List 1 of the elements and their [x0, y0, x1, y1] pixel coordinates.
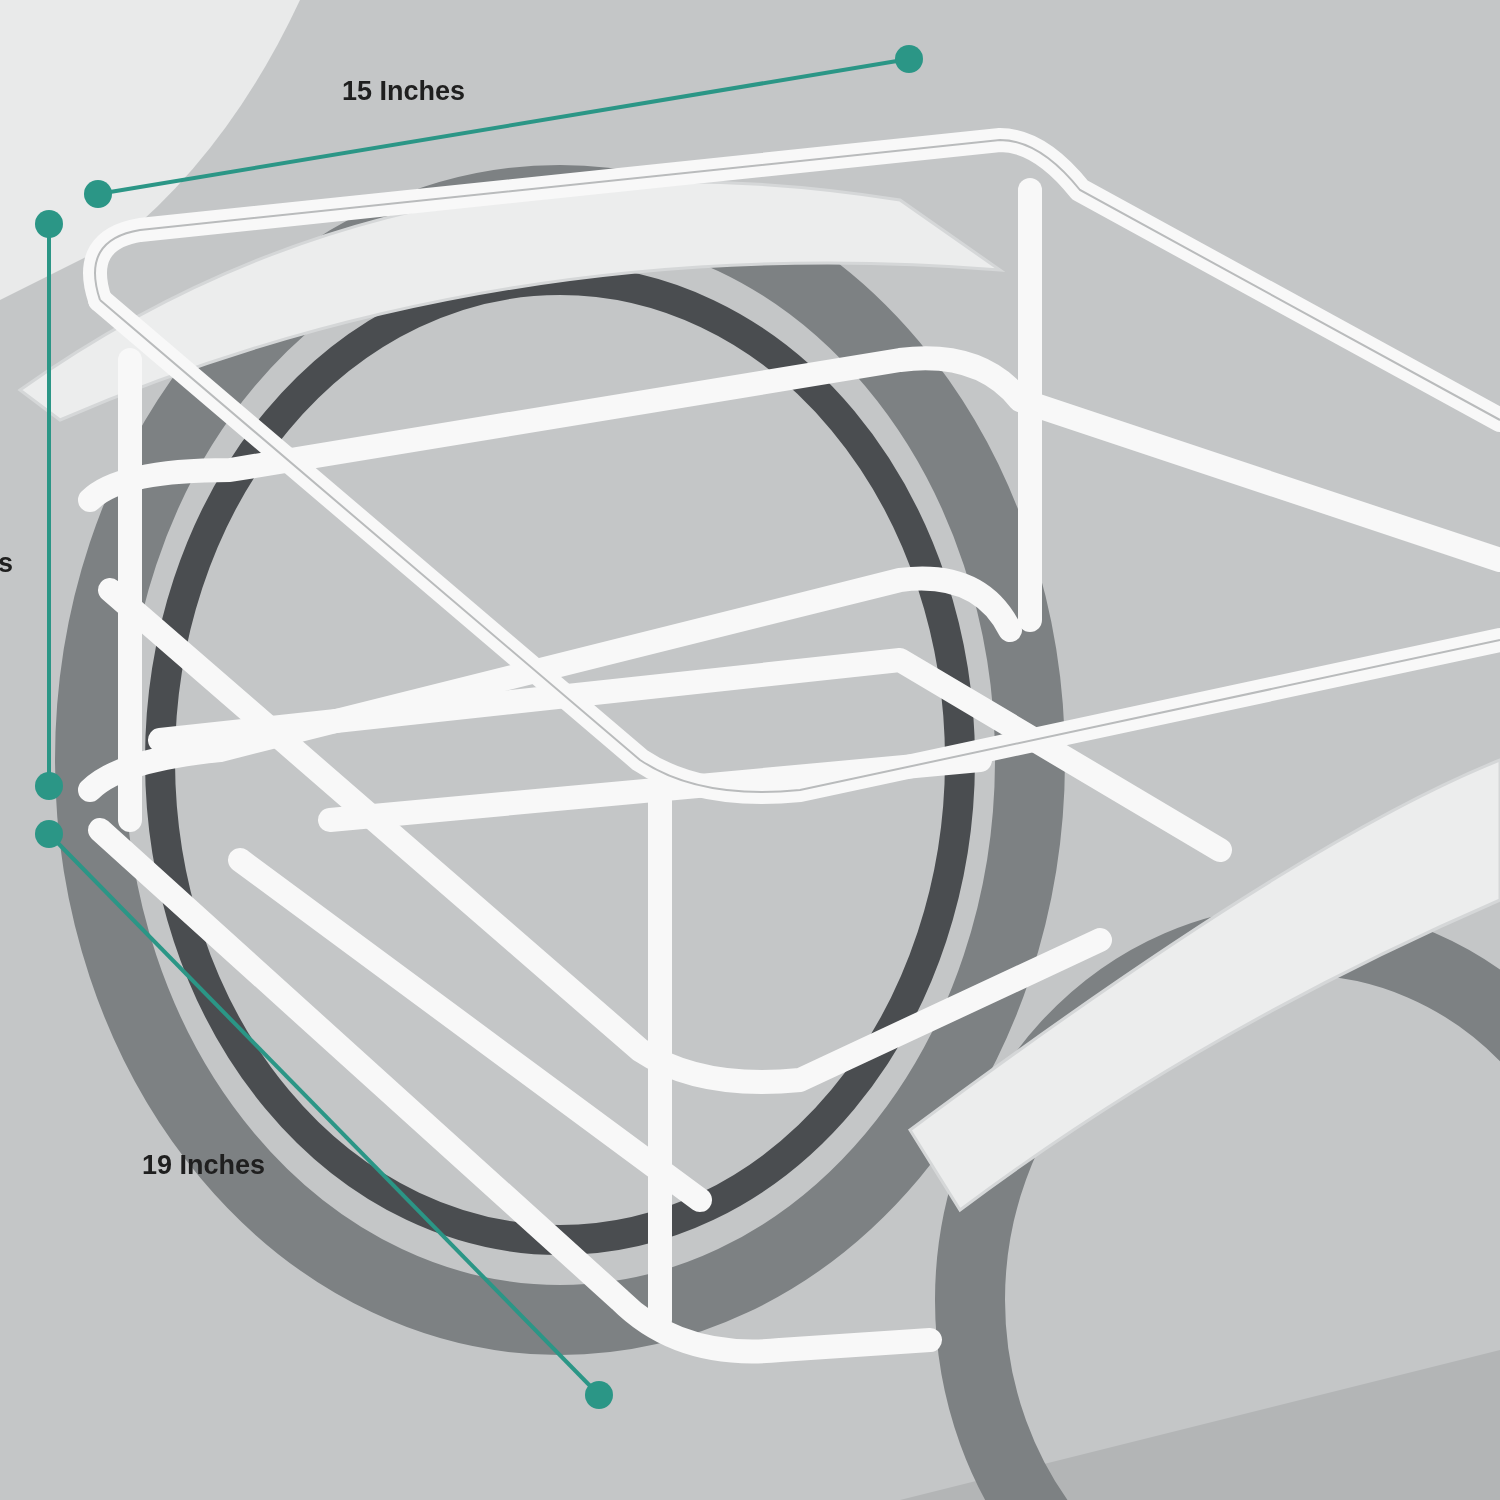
dimension-label: 15 Inches [342, 78, 466, 105]
